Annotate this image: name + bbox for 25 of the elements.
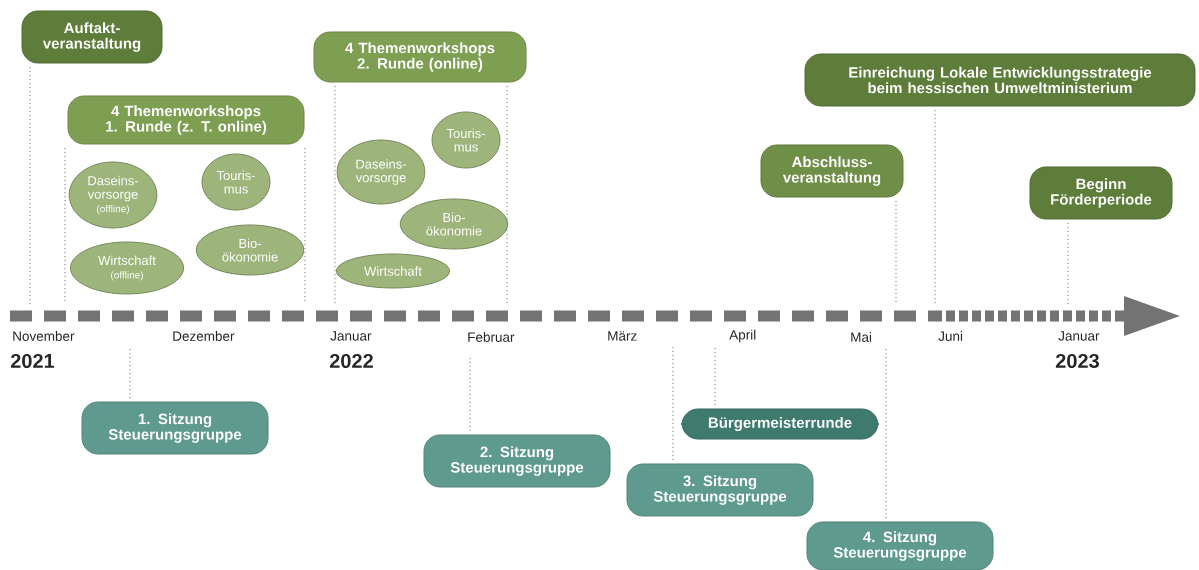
year-label: 2021 xyxy=(10,353,55,369)
month-label: Mai xyxy=(851,332,872,342)
leader-line xyxy=(334,85,336,305)
event-box: Abschluss- veranstaltung xyxy=(760,144,904,198)
month-label: November xyxy=(13,331,75,341)
leader-line xyxy=(506,85,508,305)
event-box: Auftakt- veranstaltung xyxy=(21,10,163,64)
event-box: 4 Themenworkshops 1. Runde (z. T. online) xyxy=(67,95,305,145)
month-label: Dezember xyxy=(173,331,235,341)
event-box: 4 Themenworkshops 2. Runde (online) xyxy=(313,31,527,83)
year-label: 2023 xyxy=(1055,353,1099,369)
month-label: Juni xyxy=(938,331,963,341)
month-label: Januar xyxy=(330,331,372,341)
month-label: Februar xyxy=(468,332,515,342)
event-box: 1. Sitzung Steuerungsgruppe xyxy=(81,401,269,455)
event-box: 2. Sitzung Steuerungsgruppe xyxy=(423,434,611,488)
event-box: 3. Sitzung Steuerungsgruppe xyxy=(626,463,814,517)
month-label: Januar xyxy=(1058,331,1100,341)
event-box: Einreichung Lokale Entwicklungsstrategie beim hessischen Umweltministerium xyxy=(804,53,1196,107)
year-label: 2022 xyxy=(329,353,373,369)
event-box: Bürgermeisterrunde xyxy=(681,408,879,440)
event-box: Beginn Förderperiode xyxy=(1029,166,1173,220)
month-label: März xyxy=(608,331,637,341)
month-label: April xyxy=(729,329,756,343)
event-box: 4. Sitzung Steuerungsgruppe xyxy=(806,521,994,570)
